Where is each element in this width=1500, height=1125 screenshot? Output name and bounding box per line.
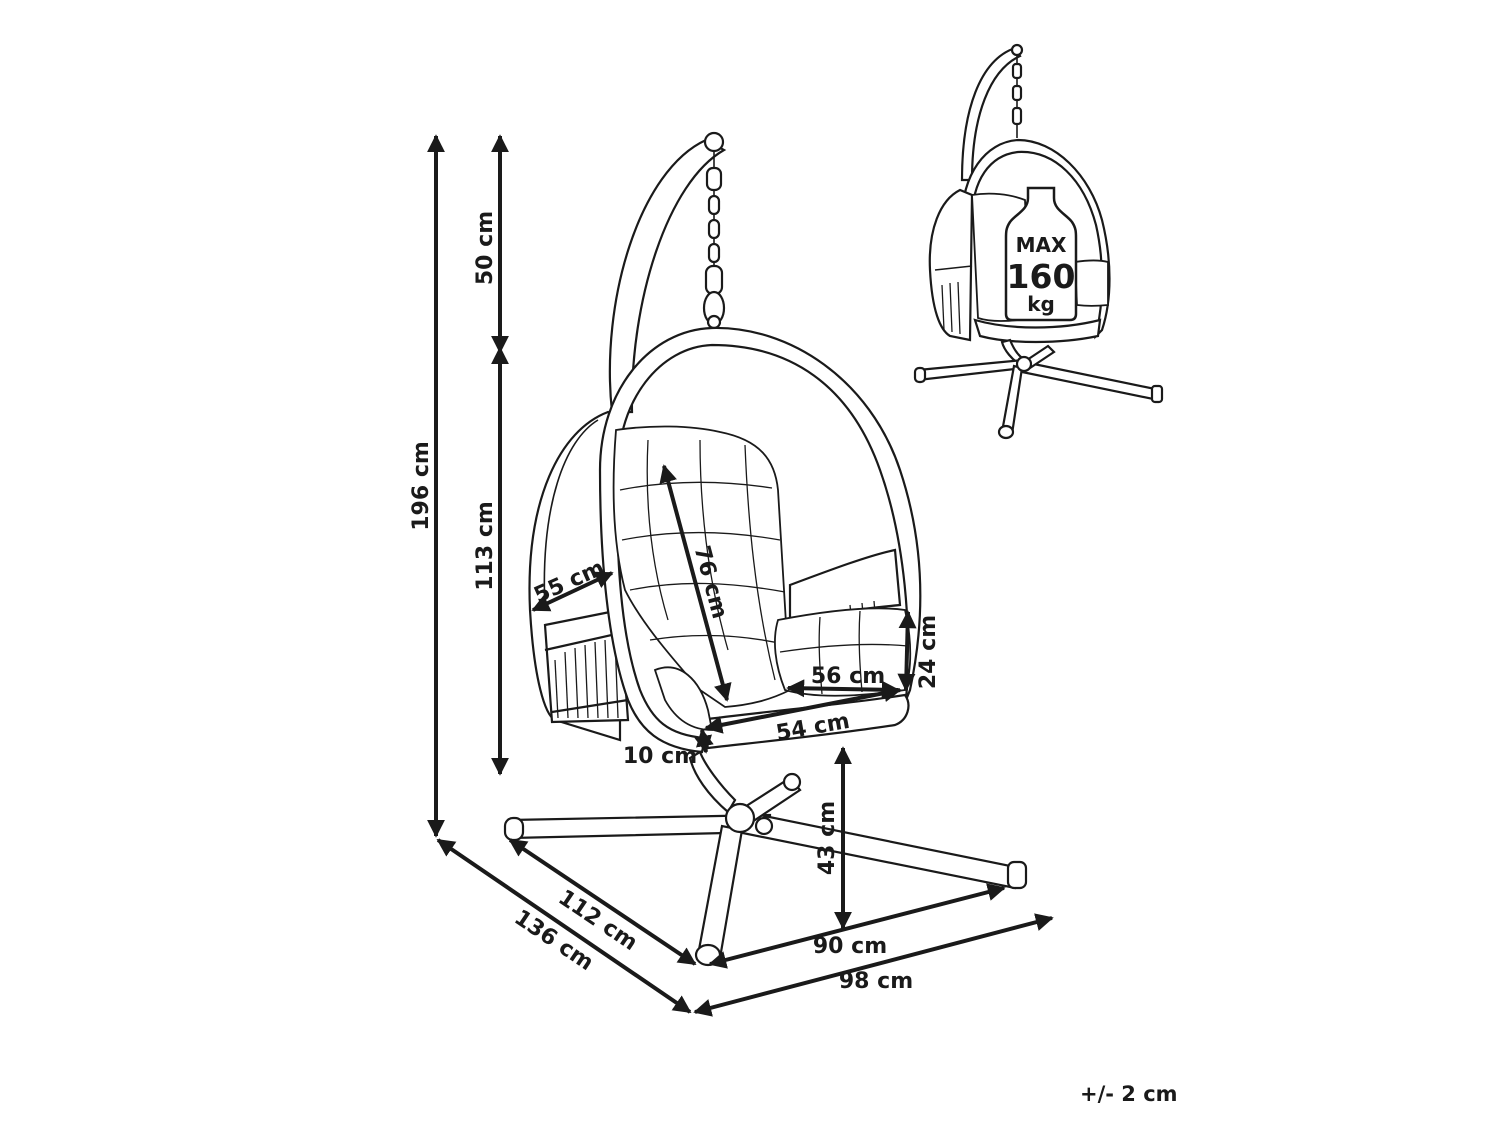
preview-chair: MAX 160 kg: [913, 43, 1164, 440]
stand-base: [503, 772, 1028, 967]
hanging-chain: [702, 152, 726, 330]
label-pillow-height: 24 cm: [916, 615, 941, 689]
tolerance-note: +/- 2 cm: [1080, 1082, 1178, 1106]
badge-unit: kg: [1027, 292, 1055, 316]
label-seat-height: 43 cm: [815, 801, 840, 875]
label-total-height: 196 cm: [409, 441, 434, 531]
wicker-slats: [543, 608, 630, 724]
label-hook-height: 50 cm: [473, 211, 498, 285]
weight-icon: [1004, 186, 1078, 322]
dimension-lines: [427, 134, 1054, 1017]
label-seat-rim: 10 cm: [623, 744, 697, 769]
label-basket-height: 113 cm: [473, 501, 498, 591]
label-base-width-outer: 98 cm: [839, 969, 913, 994]
label-cushion-width: 56 cm: [811, 664, 885, 689]
badge-max-label: MAX: [1016, 233, 1067, 257]
badge-value: 160: [1007, 257, 1076, 296]
max-load-badge: MAX 160 kg: [1004, 186, 1078, 322]
label-base-width-inner: 90 cm: [813, 934, 887, 959]
